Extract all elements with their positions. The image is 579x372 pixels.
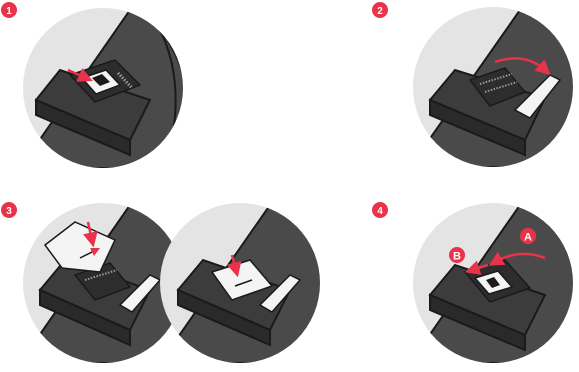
step-1-number: 1: [6, 6, 12, 17]
step-2-illustration: [410, 7, 579, 167]
step-1-badge: 1: [1, 2, 17, 18]
step-2-badge: 2: [372, 2, 388, 18]
step-4-illustration: A B: [410, 203, 579, 363]
step-4-number: 4: [377, 206, 383, 217]
step-3-number: 3: [6, 206, 12, 217]
step-2-number: 2: [377, 6, 383, 17]
step-3-badge: 3: [1, 202, 17, 218]
callout-a-label: A: [524, 232, 532, 244]
step-4-badge: 4: [372, 202, 388, 218]
callout-b-label: B: [453, 251, 461, 263]
step-1-illustration: [20, 8, 200, 170]
step-3-illustration-seated: [160, 203, 330, 363]
